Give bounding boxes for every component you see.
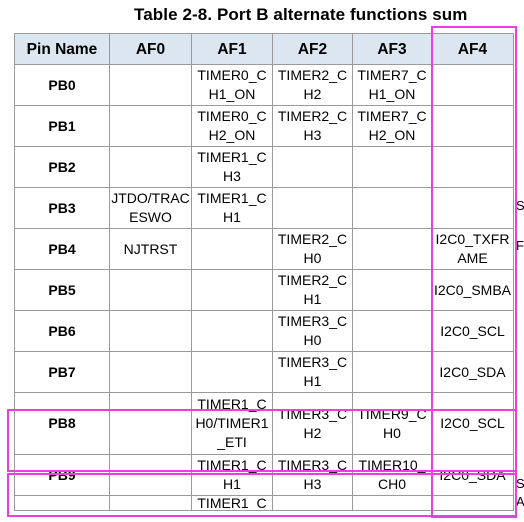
af2-cell: TIMER2_CH0 <box>272 228 353 270</box>
af3-cell <box>352 187 432 229</box>
pb9-row-highlight <box>7 473 517 517</box>
header-af0: AF0 <box>109 33 192 65</box>
af0-cell: NJTRST <box>109 228 192 270</box>
pin-cell: PB2 <box>14 146 110 188</box>
pin-cell: PB9 <box>14 454 110 496</box>
header-af2: AF2 <box>272 33 353 65</box>
af3-cell: TIMER10_CH0 <box>352 454 432 496</box>
af1-cell <box>191 228 273 270</box>
pin-cell: PB0 <box>14 64 110 106</box>
header-pin-name: Pin Name <box>14 33 110 65</box>
table-row-pb1: PB1 TIMER0_CH2_ON TIMER2_CH3 TIMER7_CH2_… <box>14 105 514 147</box>
af1-cell <box>191 351 273 393</box>
table-row-pb6: PB6 TIMER3_CH0 I2C0_SCL <box>14 310 514 352</box>
af2-cell: TIMER3_CH1 <box>272 351 353 393</box>
af4-column-highlight <box>431 26 517 518</box>
table-row-partial: TIMER1_C <box>14 495 514 511</box>
af4-cell <box>431 187 514 229</box>
af3-cell <box>352 351 432 393</box>
table-row-pb7: PB7 TIMER3_CH1 I2C0_SDA <box>14 351 514 393</box>
af0-cell <box>109 146 192 188</box>
af3-cell <box>352 269 432 311</box>
header-af4: AF4 <box>431 33 514 65</box>
af1-cell: TIMER1_CH3 <box>191 146 273 188</box>
af2-cell: TIMER3_CH0 <box>272 310 353 352</box>
table-row-pb8: PB8 TIMER1_CH0/TIMER1_ETI TIMER3_CH2 TIM… <box>14 392 514 455</box>
af3-cell <box>352 228 432 270</box>
af1-cell: TIMER0_CH1_ON <box>191 64 273 106</box>
af3-cell <box>352 146 432 188</box>
pin-cell: PB7 <box>14 351 110 393</box>
table-row-pb5: PB5 TIMER2_CH1 I2C0_SMBA <box>14 269 514 311</box>
pin-cell: PB5 <box>14 269 110 311</box>
header-af1: AF1 <box>191 33 273 65</box>
table-row-pb2: PB2 TIMER1_CH3 <box>14 146 514 188</box>
af4-cell: I2C0_SCL <box>431 392 514 455</box>
pin-cell: PB6 <box>14 310 110 352</box>
af0-cell: JTDO/TRACESWO <box>109 187 192 229</box>
af0-cell <box>109 454 192 496</box>
af1-cell <box>191 310 273 352</box>
pin-cell: PB1 <box>14 105 110 147</box>
af4-cell <box>431 64 514 106</box>
af0-cell <box>109 310 192 352</box>
af2-cell <box>272 146 353 188</box>
af4-cell: I2C0_SDA <box>431 351 514 393</box>
header-af3: AF3 <box>352 33 432 65</box>
af0-cell <box>109 105 192 147</box>
af2-cell: TIMER2_CH1 <box>272 269 353 311</box>
af2-cell: TIMER2_CH3 <box>272 105 353 147</box>
af1-cell: TIMER1_CH1 <box>191 454 273 496</box>
table-row-pb4: PB4 NJTRST TIMER2_CH0 I2C0_TXFRAME <box>14 228 514 270</box>
af0-cell <box>109 64 192 106</box>
pin-cell: PB8 <box>14 392 110 455</box>
af0-cell <box>109 351 192 393</box>
af4-cell: I2C0_TXFRAME <box>431 228 514 270</box>
af4-cell: I2C0_SCL <box>431 310 514 352</box>
af2-cell: TIMER3_CH3 <box>272 454 353 496</box>
af1-cell: TIMER0_CH2_ON <box>191 105 273 147</box>
af1-cell: TIMER1_CH1 <box>191 187 273 229</box>
af1-cell: TIMER1_C <box>191 495 273 511</box>
edge-glyph: F <box>516 238 524 253</box>
af4-cell: I2C0_SMBA <box>431 269 514 311</box>
table-title: Table 2-8. Port B alternate functions su… <box>134 5 468 24</box>
af4-cell <box>431 146 514 188</box>
af2-cell: TIMER2_CH2 <box>272 64 353 106</box>
af0-cell <box>109 269 192 311</box>
header-row: Pin Name AF0 AF1 AF2 AF3 AF4 <box>14 33 514 65</box>
table-row-pb9: PB9 TIMER1_CH1 TIMER3_CH3 TIMER10_CH0 I2… <box>14 454 514 496</box>
edge-glyph: S <box>516 476 524 491</box>
port-b-af-table: Pin Name AF0 AF1 AF2 AF3 AF4 PB0 TIMER0_… <box>14 33 514 511</box>
af3-cell <box>352 310 432 352</box>
af3-cell: TIMER7_CH2_ON <box>352 105 432 147</box>
edge-glyph: A <box>516 494 524 509</box>
table-row-pb0: PB0 TIMER0_CH1_ON TIMER2_CH2 TIMER7_CH1_… <box>14 64 514 106</box>
af1-cell <box>191 269 273 311</box>
pin-cell: PB3 <box>14 187 110 229</box>
pb8-row-highlight <box>7 409 517 472</box>
table-row-pb3: PB3 JTDO/TRACESWO TIMER1_CH1 <box>14 187 514 229</box>
af3-cell: TIMER7_CH1_ON <box>352 64 432 106</box>
af1-cell: TIMER1_CH0/TIMER1_ETI <box>191 392 273 455</box>
af2-cell <box>272 187 353 229</box>
pin-cell: PB4 <box>14 228 110 270</box>
edge-glyph: S <box>516 198 524 213</box>
